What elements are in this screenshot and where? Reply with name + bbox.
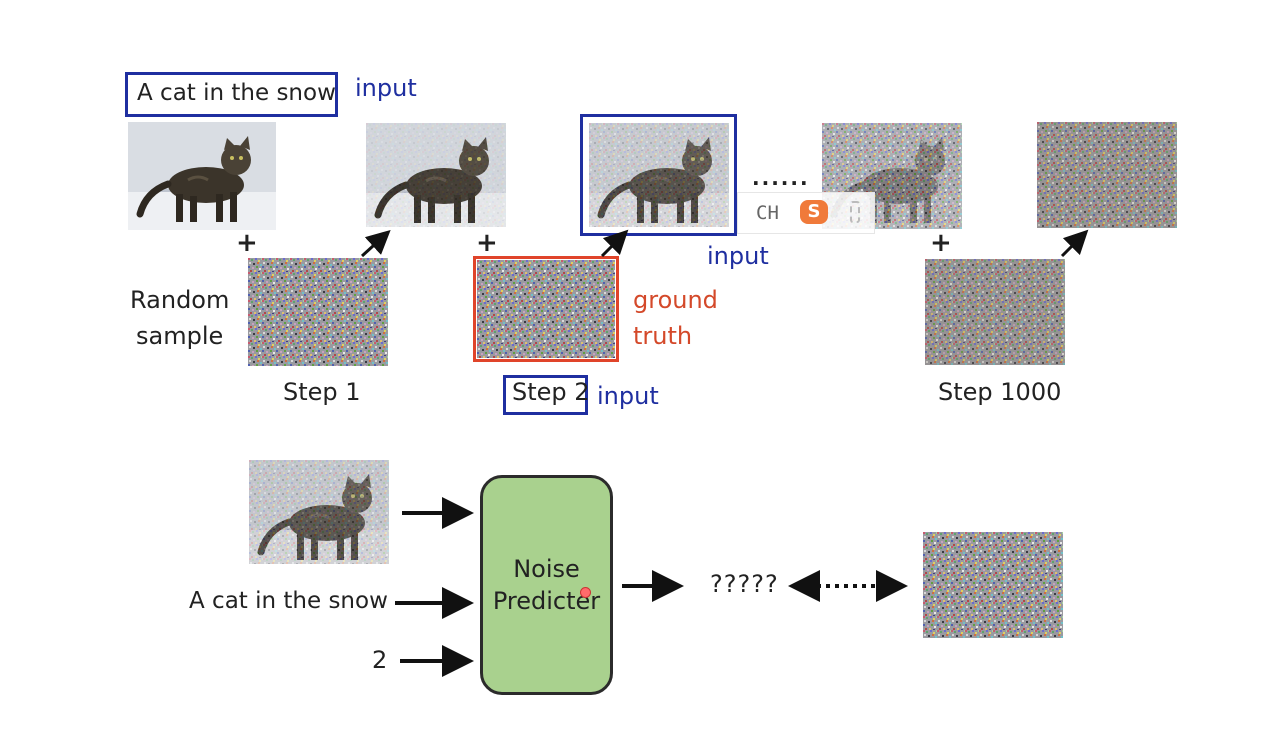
step2-box: [503, 375, 588, 415]
ground-truth-box: [473, 256, 619, 362]
ground-truth-label: ground truth: [633, 282, 718, 354]
step2-label: Step 2: [512, 378, 590, 406]
ground-truth-text: ground truth: [633, 286, 718, 350]
random-sample-text: Random sample: [130, 286, 230, 350]
plus-sign: +: [930, 228, 952, 258]
noisy-image-box: [580, 114, 737, 236]
arrow-step2-to-image: [600, 229, 629, 258]
cat-image-step1: [366, 123, 506, 227]
ime-toolbar[interactable]: CH S: [737, 192, 875, 234]
arrow-step1-to-image: [360, 229, 391, 258]
step1000-label: Step 1000: [938, 378, 1062, 406]
noise-predictor-block: Noise Predicter: [480, 475, 613, 695]
prompt-text: A cat in the snow: [137, 80, 336, 106]
plus-sign: +: [236, 228, 258, 258]
predictor-step-input: 2: [372, 646, 388, 674]
predictor-line1: Noise: [513, 554, 580, 583]
plus-sign: +: [476, 228, 498, 258]
sogou-logo-icon[interactable]: S: [800, 200, 828, 224]
noise-image-step2: [477, 260, 615, 358]
cat-image-step2: [589, 123, 729, 227]
input-label-step: input: [597, 382, 659, 410]
cursor-dot-icon: [580, 587, 591, 598]
arrow-step1000-to-image: [1060, 229, 1089, 258]
step1-label: Step 1: [283, 378, 361, 406]
noise-image-step1: [248, 258, 388, 366]
noise-image-final: [1037, 122, 1177, 228]
input-label-prompt: input: [355, 74, 417, 102]
input-label-image: input: [707, 242, 769, 270]
noise-image-target: [923, 532, 1063, 638]
mic-icon[interactable]: [850, 201, 860, 223]
cat-image-predictor-input: [249, 460, 389, 564]
random-sample-label: Random sample: [130, 282, 229, 354]
cat-image-clean: [128, 122, 276, 230]
ime-language[interactable]: CH: [756, 202, 779, 224]
unknown-output: ?????: [710, 570, 779, 598]
ellipsis: ......: [752, 166, 810, 190]
noise-image-step1000: [925, 259, 1065, 365]
prompt-box: [125, 72, 338, 117]
predictor-text-input: A cat in the snow: [189, 588, 388, 614]
